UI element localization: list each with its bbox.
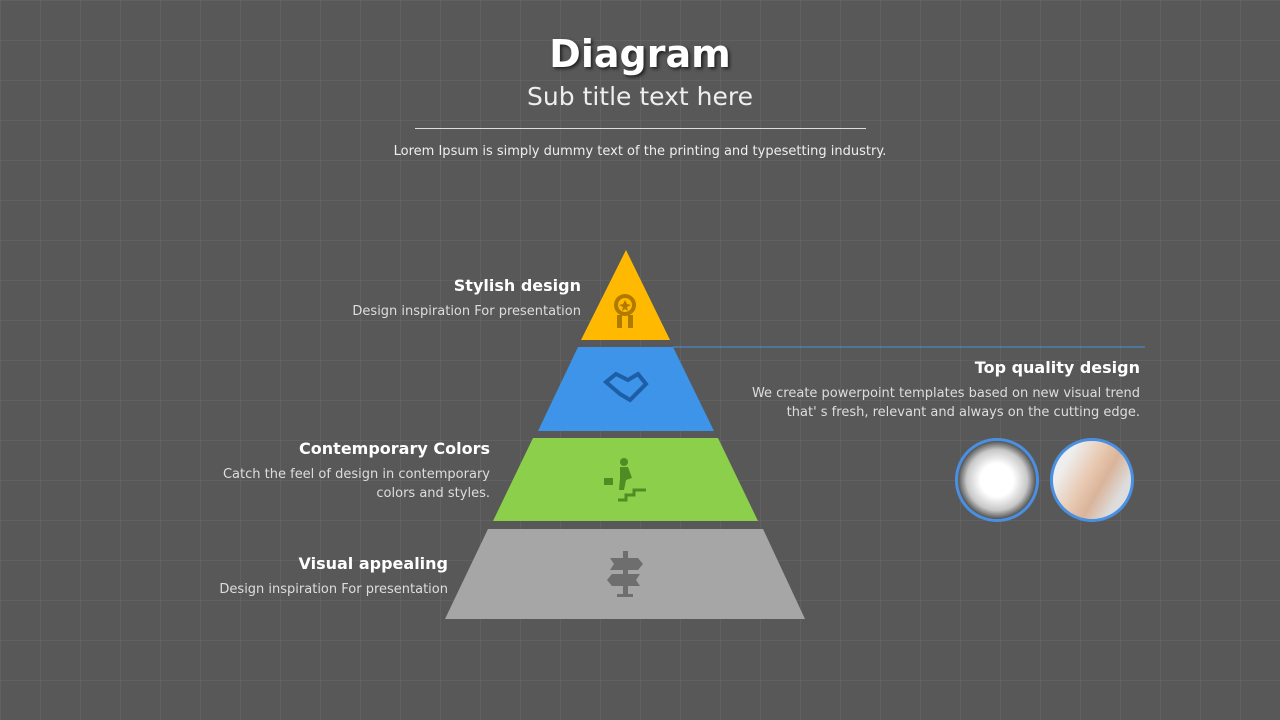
tier-4-text: Design inspiration For presentation	[219, 582, 448, 597]
tier-2-label: Top quality design We create powerpoint …	[710, 358, 1140, 422]
meeting-photo	[955, 438, 1039, 522]
tier-2	[538, 347, 714, 431]
page-description: Lorem Ipsum is simply dummy text of the …	[393, 144, 887, 159]
divider	[415, 128, 866, 129]
climbing-stairs-icon	[604, 458, 646, 502]
tier-3-text: Catch the feel of design in contemporary…	[222, 467, 490, 501]
tier-2-text: We create powerpoint templates based on …	[751, 386, 1140, 420]
tier-3-title: Contemporary Colors	[299, 439, 490, 458]
award-icon	[614, 294, 636, 328]
handshake-icon	[602, 371, 649, 403]
tier-4-title: Visual appealing	[298, 554, 448, 573]
tier-3-label: Contemporary Colors Catch the feel of de…	[210, 439, 490, 503]
signpost-icon	[607, 551, 643, 597]
page-title: Diagram	[549, 32, 731, 76]
clapping-photo	[1050, 438, 1134, 522]
tier-4-label: Visual appealing Design inspiration For …	[160, 554, 448, 599]
tier-1-text: Design inspiration For presentation	[352, 304, 581, 319]
tier-2-title: Top quality design	[974, 358, 1140, 377]
tier-1-title: Stylish design	[453, 276, 581, 295]
page-subtitle: Sub title text here	[527, 82, 753, 111]
tier-1-label: Stylish design Design inspiration For pr…	[300, 276, 581, 321]
